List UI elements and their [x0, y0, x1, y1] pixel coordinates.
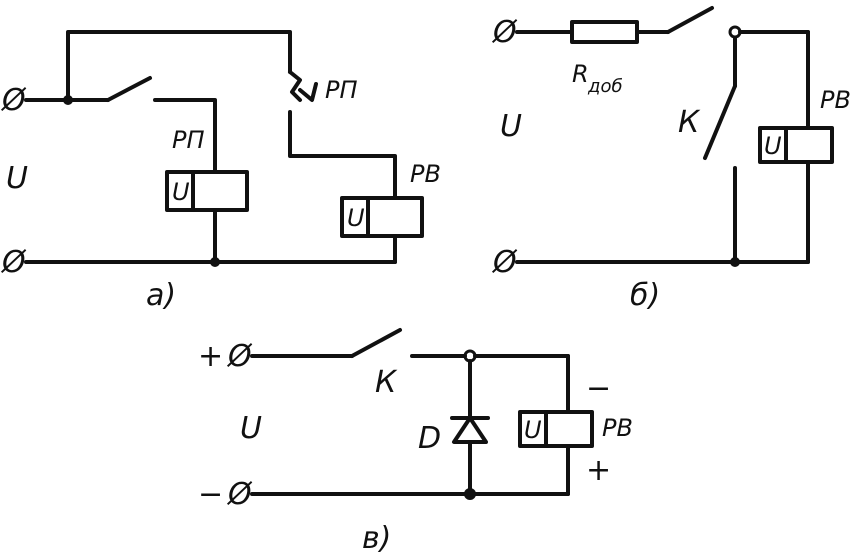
label-k-v: К	[375, 365, 398, 400]
switch-a	[106, 76, 152, 102]
coil-rv-a-mark: U	[347, 204, 365, 232]
coil-rv-b	[758, 126, 834, 164]
contact-rp-arm	[298, 82, 318, 102]
caption-a: а)	[146, 278, 176, 313]
caption-b: б)	[630, 278, 660, 313]
diagram-a: Ø U РП РП U РВ Ø U а)	[0, 30, 441, 313]
terminal-a-bottom: Ø	[0, 245, 27, 280]
voltage-a: U	[6, 161, 28, 196]
diagram-v: + Ø К D U РВ − + − Ø U в)	[198, 328, 633, 556]
terminal-v-bottom: Ø	[226, 477, 253, 512]
switch-b-k	[703, 84, 737, 160]
label-rv-b: РВ	[820, 86, 851, 114]
label-rv-a: РВ	[410, 160, 441, 188]
switch-v-k	[350, 328, 402, 358]
terminal-b-top: Ø	[491, 15, 518, 50]
label-rp-coil: РП	[172, 126, 205, 154]
voltage-b: U	[500, 109, 522, 144]
label-rp-top: РП	[325, 76, 358, 104]
coil-plus-sign: +	[586, 453, 611, 488]
coil-rv-a	[340, 196, 424, 238]
contact-rp	[288, 70, 302, 102]
wire-a-switch-coil	[153, 98, 217, 174]
label-k-b: К	[678, 105, 701, 140]
junction-b-bottom	[730, 257, 740, 267]
junction-v-bottom	[464, 488, 476, 500]
coil-rv-v-mark: U	[524, 416, 542, 444]
wire-a-loop	[66, 30, 292, 102]
terminal-v-top: Ø	[226, 339, 253, 374]
label-diode: D	[418, 421, 441, 456]
resistor-r-dob	[570, 20, 639, 44]
coil-rp	[165, 170, 249, 212]
switch-b-top	[666, 6, 714, 34]
coil-rv-v	[518, 410, 594, 448]
minus-sign-v: −	[198, 477, 223, 512]
label-r-sub: доб	[587, 76, 623, 97]
caption-v: в)	[362, 521, 391, 556]
diagram-b: Ø R доб К U РВ Ø U б)	[491, 6, 851, 313]
voltage-v: U	[240, 411, 262, 446]
label-rv-v: РВ	[602, 414, 633, 442]
diode-d	[452, 416, 488, 444]
junction-a-bottom	[210, 257, 220, 267]
label-r: R	[572, 60, 589, 88]
coil-rv-b-mark: U	[764, 132, 782, 160]
terminal-b-bottom: Ø	[491, 245, 518, 280]
coil-rp-mark: U	[172, 178, 190, 206]
wire-a-to-rv	[288, 110, 397, 200]
coil-minus-sign: −	[586, 371, 611, 406]
plus-sign-v: +	[198, 339, 223, 374]
terminal-a-top: Ø	[0, 83, 27, 118]
